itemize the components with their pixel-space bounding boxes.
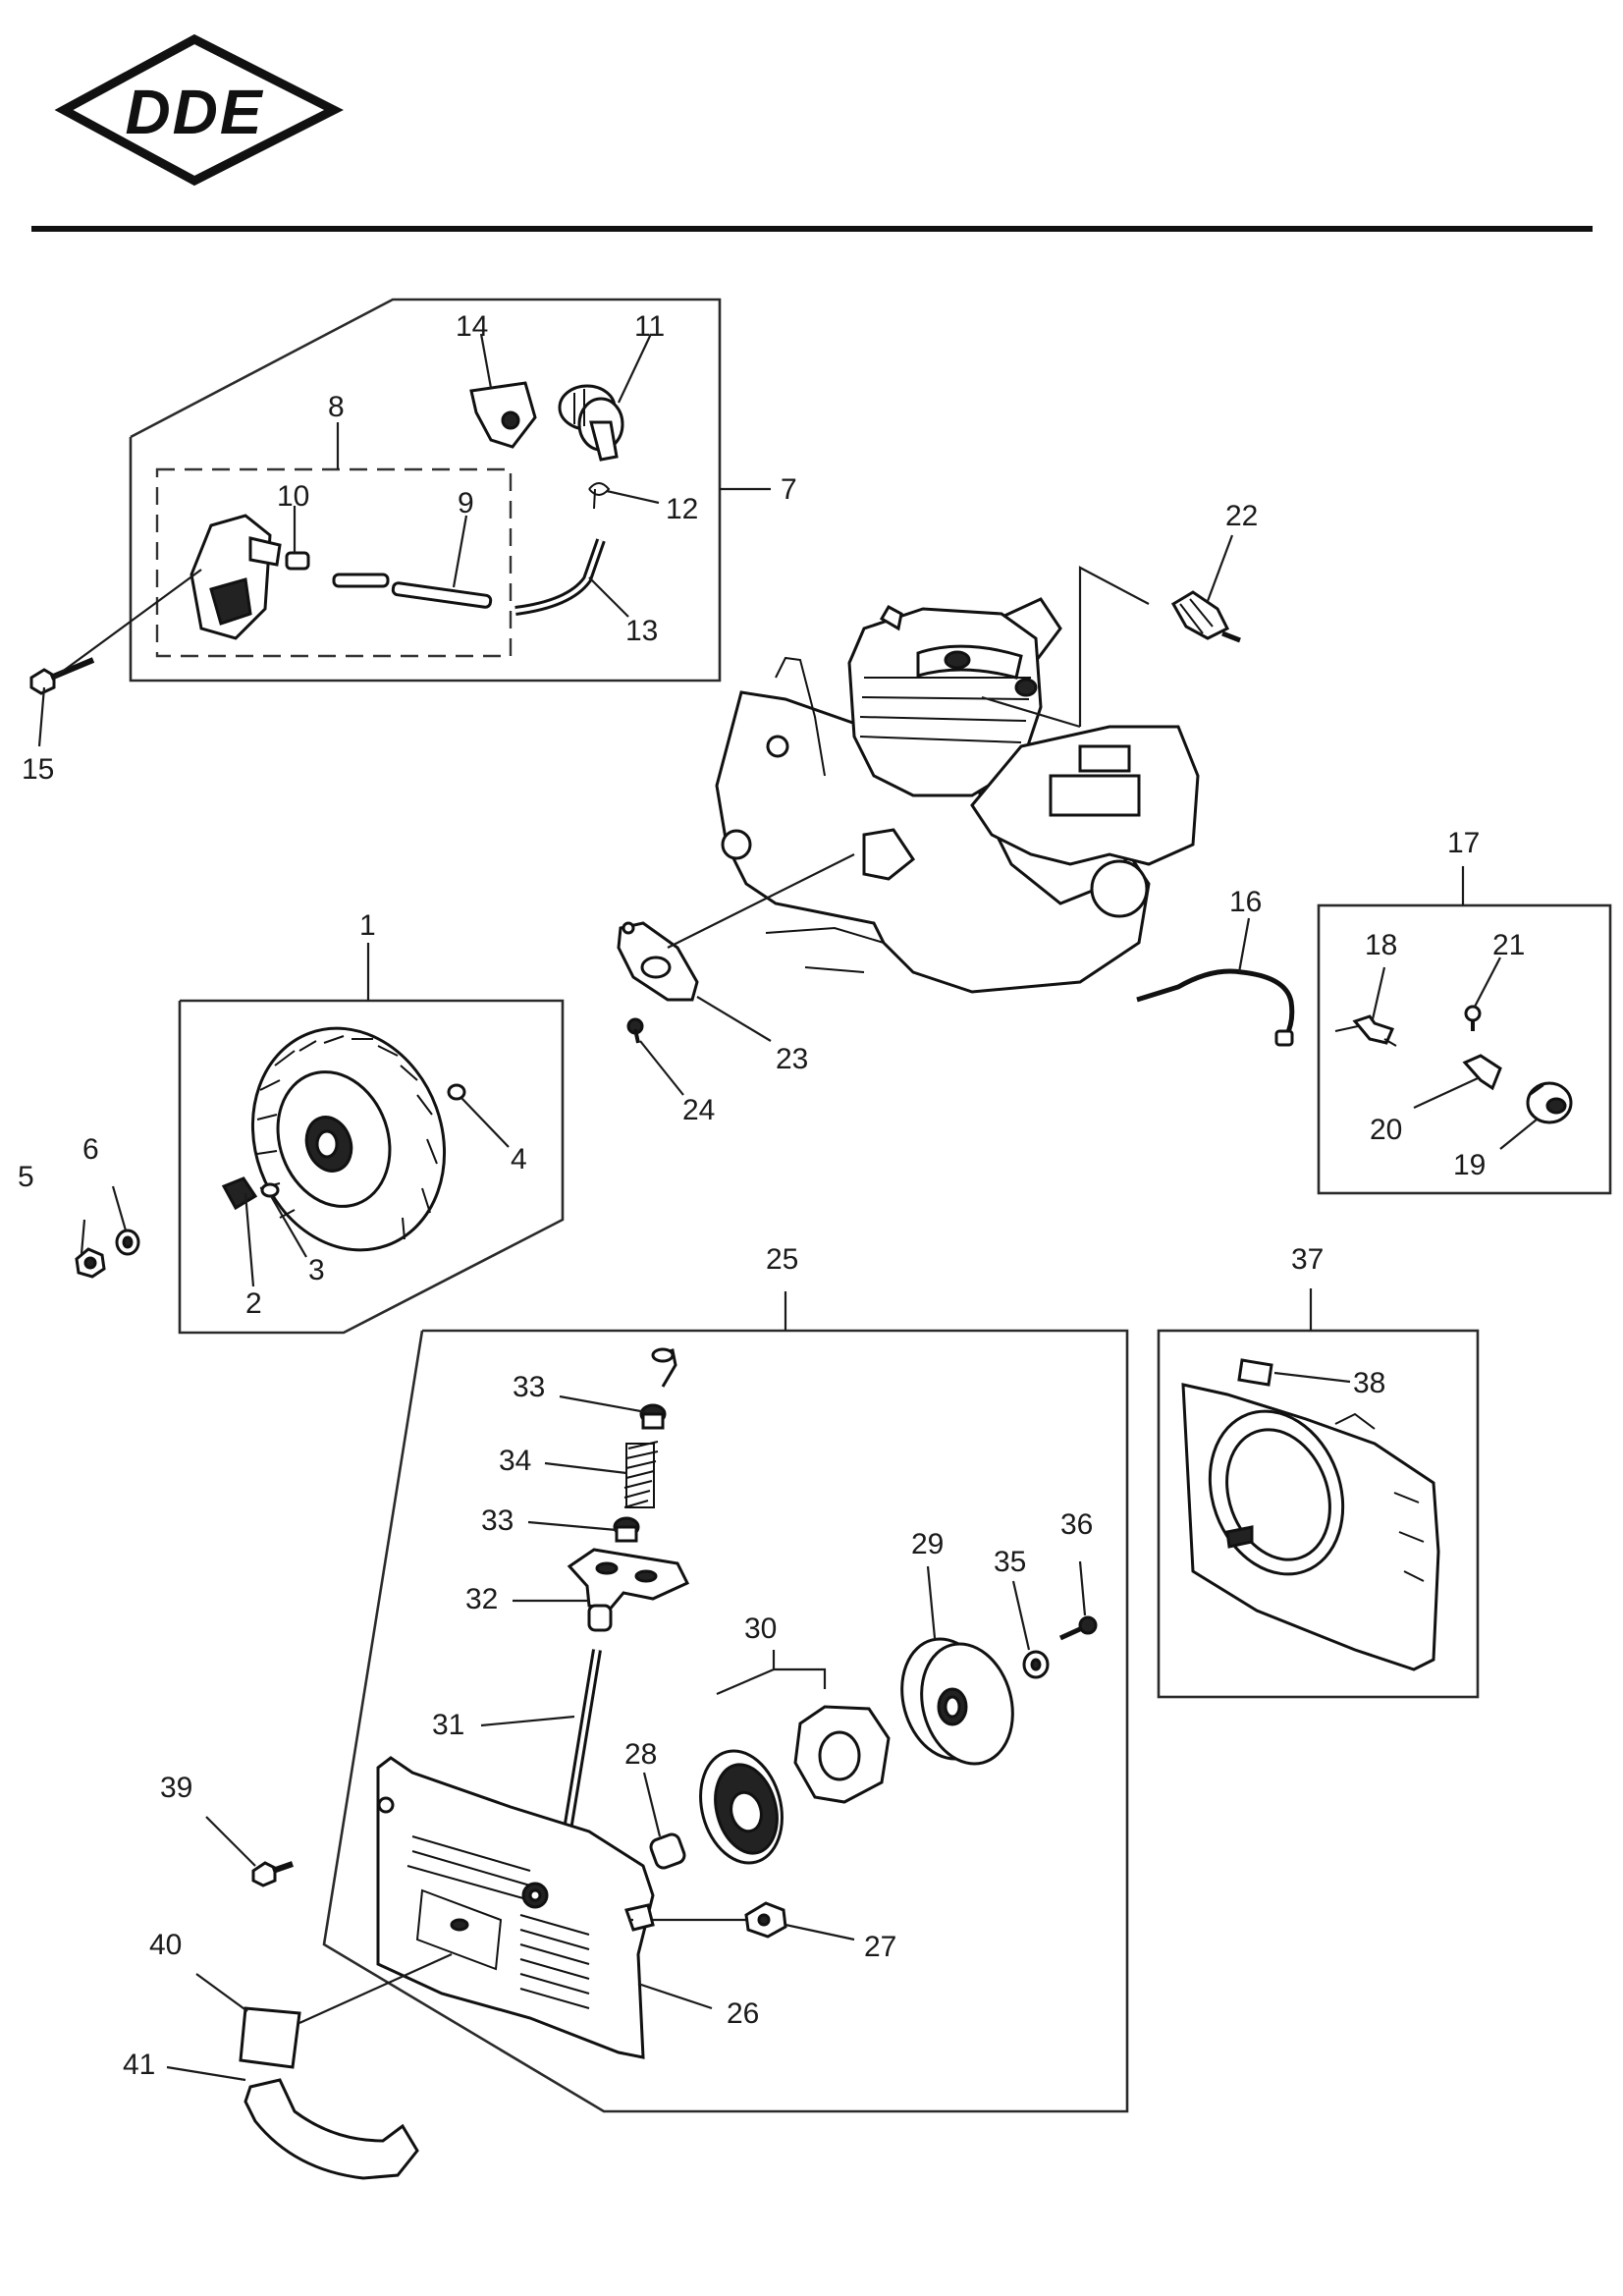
part-30-spring-cassette bbox=[699, 1705, 891, 1865]
part-38-label bbox=[1237, 1358, 1273, 1387]
part-29-pulley bbox=[900, 1637, 1014, 1766]
callout-18: 18 bbox=[1365, 929, 1397, 961]
callout-2: 2 bbox=[245, 1287, 262, 1320]
callout-33-lower: 33 bbox=[481, 1504, 514, 1537]
part-18-switch bbox=[1334, 1014, 1397, 1047]
callout-10: 10 bbox=[277, 480, 309, 513]
part-41-grip bbox=[243, 2078, 419, 2180]
part-33-lower-bushing bbox=[613, 1516, 640, 1543]
callout-20: 20 bbox=[1370, 1114, 1402, 1146]
group-17-frame bbox=[1317, 903, 1612, 1195]
callout-40: 40 bbox=[149, 1929, 182, 1961]
callout-25: 25 bbox=[766, 1243, 798, 1276]
callout-35: 35 bbox=[994, 1546, 1026, 1578]
engine-block bbox=[715, 597, 1200, 994]
part-23-gasket bbox=[617, 921, 699, 1002]
part-24-screw bbox=[626, 1017, 644, 1044]
callout-34: 34 bbox=[499, 1445, 531, 1477]
callout-5: 5 bbox=[18, 1161, 34, 1193]
callout-39: 39 bbox=[160, 1772, 192, 1804]
part-12-spring bbox=[588, 482, 611, 510]
part-22-spark-plug bbox=[1170, 590, 1241, 643]
part-5-nut bbox=[75, 1247, 106, 1279]
callout-33-top: 33 bbox=[513, 1371, 545, 1403]
callout-23: 23 bbox=[776, 1043, 808, 1075]
callout-28: 28 bbox=[624, 1738, 657, 1771]
part-39-screw bbox=[251, 1861, 294, 1887]
part-2-key bbox=[221, 1176, 258, 1211]
callout-26: 26 bbox=[727, 1997, 759, 2030]
callout-36: 36 bbox=[1060, 1508, 1093, 1541]
callout-27: 27 bbox=[864, 1931, 896, 1963]
callout-4: 4 bbox=[511, 1143, 527, 1175]
callout-6: 6 bbox=[82, 1133, 99, 1166]
part-40-label bbox=[239, 2006, 301, 2069]
callout-12: 12 bbox=[666, 493, 698, 525]
group-25-frame bbox=[322, 1329, 1129, 2113]
callout-11: 11 bbox=[634, 310, 665, 343]
part-9-hose bbox=[332, 573, 493, 609]
group-37-frame bbox=[1157, 1329, 1480, 1699]
callout-29: 29 bbox=[911, 1528, 944, 1560]
part-10-fitting bbox=[285, 551, 310, 571]
callout-31: 31 bbox=[432, 1709, 464, 1741]
callout-8: 8 bbox=[328, 391, 345, 423]
part-16-ignition-wire bbox=[1136, 968, 1295, 1047]
callout-24: 24 bbox=[682, 1094, 715, 1126]
callout-17: 17 bbox=[1447, 827, 1480, 859]
part-33-top-bushing bbox=[639, 1347, 677, 1430]
part-32-handle bbox=[567, 1548, 690, 1632]
part-27-pawl bbox=[744, 1901, 787, 1939]
part-1-flywheel bbox=[250, 1026, 447, 1252]
part-20-spring bbox=[1462, 1054, 1502, 1091]
part-19-knob bbox=[1526, 1081, 1573, 1124]
part-36-screw bbox=[1058, 1615, 1098, 1641]
part-8-pump-body bbox=[189, 514, 282, 640]
callout-14: 14 bbox=[456, 310, 488, 343]
callout-16: 16 bbox=[1229, 886, 1262, 918]
part-34-spring bbox=[623, 1441, 659, 1508]
part-14-bracket bbox=[469, 381, 537, 449]
logo-text: DDE bbox=[125, 77, 263, 147]
callout-22: 22 bbox=[1225, 500, 1258, 532]
part-26-starter-cover bbox=[376, 1756, 655, 2059]
part-13-hose bbox=[514, 538, 606, 616]
part-21-screw bbox=[1464, 1005, 1482, 1031]
callout-38: 38 bbox=[1353, 1367, 1385, 1399]
callout-32: 32 bbox=[465, 1583, 498, 1615]
callout-labels: 14 11 8 10 9 12 7 13 15 22 16 17 18 21 2… bbox=[18, 310, 1525, 2081]
callout-37: 37 bbox=[1291, 1243, 1324, 1276]
part-35-washer bbox=[1022, 1650, 1050, 1679]
part-37-fan-cover bbox=[1181, 1383, 1440, 1671]
callout-15: 15 bbox=[22, 753, 54, 786]
callout-21: 21 bbox=[1492, 929, 1525, 961]
part-11-cap bbox=[558, 384, 624, 462]
leader-lines bbox=[37, 333, 1538, 2082]
callout-19: 19 bbox=[1453, 1149, 1486, 1181]
group-1-frame bbox=[178, 999, 565, 1335]
callout-13: 13 bbox=[625, 615, 658, 647]
part-15-bolt bbox=[29, 657, 95, 695]
callout-41: 41 bbox=[123, 2049, 155, 2081]
part-6-washer bbox=[115, 1229, 140, 1256]
callout-30: 30 bbox=[744, 1613, 777, 1645]
part-28-bushing bbox=[649, 1832, 686, 1870]
part-4-washer bbox=[447, 1083, 466, 1101]
callout-9: 9 bbox=[458, 487, 474, 519]
callout-7: 7 bbox=[781, 473, 797, 506]
dde-logo: DDE bbox=[54, 33, 344, 187]
part-3-washer bbox=[260, 1182, 280, 1198]
callout-1: 1 bbox=[359, 909, 376, 942]
callout-3: 3 bbox=[308, 1254, 325, 1286]
